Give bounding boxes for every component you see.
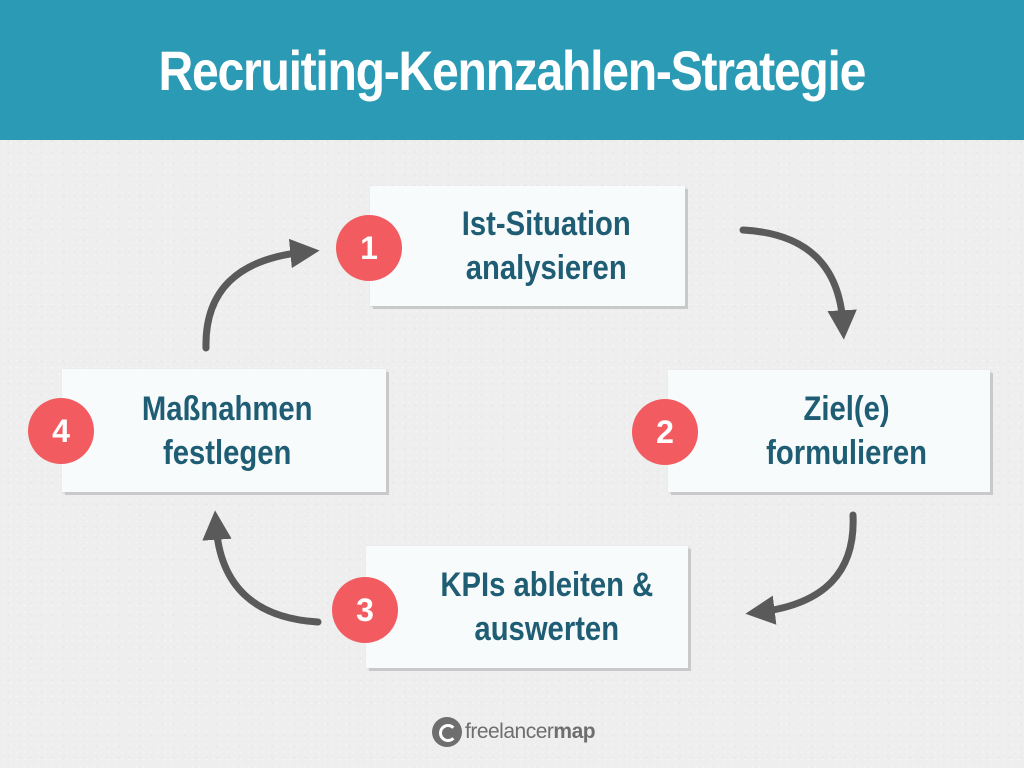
step-label-4: Maßnahmen festlegen	[141, 389, 313, 472]
logo-text-bold: map	[553, 720, 596, 743]
freelancermap-logo-icon	[432, 717, 462, 747]
step-number-badge-4: 4	[28, 398, 94, 464]
logo-text: freelancermap	[465, 720, 596, 744]
arrow-4-to-1-icon	[202, 238, 320, 352]
page-title: Recruiting-Kennzahlen-Strategie	[158, 38, 867, 102]
freelancermap-logo: freelancermap	[432, 716, 596, 748]
step-label-1: Ist-Situation analysieren	[462, 205, 631, 287]
arrow-3-to-4-icon	[202, 510, 322, 626]
step-number-badge-1: 1	[336, 215, 402, 281]
arrow-2-to-3-icon	[745, 511, 857, 625]
step-box-4: Maßnahmen festlegen	[62, 369, 386, 492]
arrow-1-to-2-icon	[739, 226, 857, 340]
step-number-badge-3: 3	[332, 577, 398, 643]
step-box-1: Ist-Situation analysieren	[370, 186, 685, 306]
step-box-3: KPIs ableiten & auswerten	[366, 546, 688, 668]
header-banner: Recruiting-Kennzahlen-Strategie	[0, 0, 1024, 140]
logo-text-light: freelancer	[465, 720, 554, 743]
step-label-2: Ziel(e) formulieren	[766, 390, 928, 472]
step-box-2: Ziel(e) formulieren	[668, 370, 990, 492]
step-number-badge-2: 2	[632, 399, 698, 465]
step-label-3: KPIs ableiten & auswerten	[440, 566, 654, 648]
